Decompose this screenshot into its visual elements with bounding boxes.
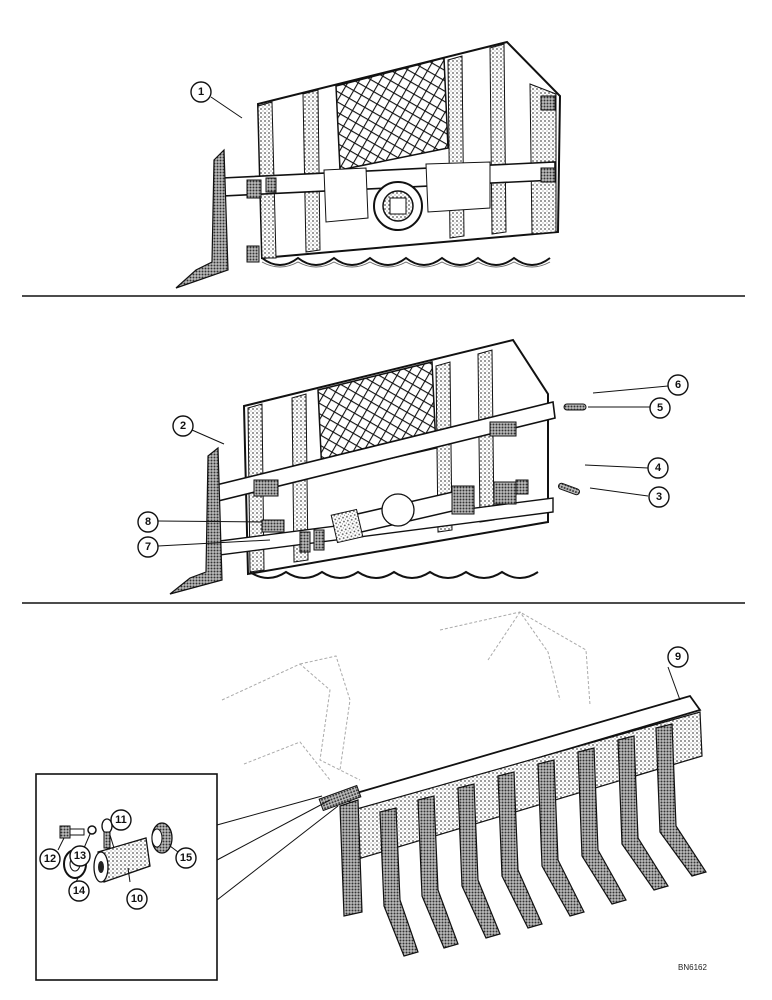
panel-middle-screen-with-cylinders: 2 3 4 5 6 7 8: [137, 338, 689, 595]
panel-top-screen-assembly: 1: [175, 40, 562, 289]
pin-part-3: [557, 482, 581, 496]
callout-14: 14: [68, 880, 90, 902]
callout-2: 2: [172, 415, 194, 437]
svg-text:8: 8: [145, 516, 151, 528]
fitting-part-11: [101, 818, 113, 849]
svg-text:1: 1: [198, 86, 204, 98]
callout-9: 9: [667, 646, 689, 668]
pin-part-5: [563, 403, 587, 411]
bolt-part-12: [59, 825, 85, 839]
svg-text:9: 9: [675, 651, 681, 663]
callout-13: 13: [69, 845, 91, 867]
svg-text:10: 10: [131, 893, 143, 905]
svg-text:12: 12: [44, 853, 56, 865]
detail-inset: [35, 773, 218, 981]
svg-text:7: 7: [145, 541, 151, 553]
callout-8: 8: [137, 511, 159, 533]
svg-text:2: 2: [180, 420, 186, 432]
svg-text:4: 4: [655, 462, 662, 474]
figure-reference-code: BN6162: [678, 963, 707, 972]
callout-7: 7: [137, 536, 159, 558]
washer-part-13: [87, 825, 97, 835]
callout-3: 3: [648, 486, 670, 508]
svg-text:14: 14: [73, 885, 86, 897]
rake-tines: [379, 723, 707, 957]
sleeve-part-15: [151, 822, 173, 854]
callout-10: 10: [126, 888, 148, 910]
svg-text:5: 5: [657, 402, 663, 414]
callout-4: 4: [647, 457, 669, 479]
panel-bottom-rake-assembly: 9: [35, 611, 707, 981]
callout-11: 11: [110, 809, 132, 831]
callout-15: 15: [175, 847, 197, 869]
callout-6: 6: [667, 374, 689, 396]
svg-text:15: 15: [180, 852, 192, 864]
svg-text:6: 6: [675, 379, 681, 391]
svg-text:11: 11: [115, 814, 127, 826]
callout-5: 5: [649, 397, 671, 419]
mesh-grille: [335, 57, 449, 171]
callout-12: 12: [39, 848, 61, 870]
svg-text:3: 3: [656, 491, 662, 503]
bushing-part-10: [93, 837, 151, 883]
svg-text:13: 13: [74, 850, 86, 862]
callout-1: 1: [190, 81, 212, 103]
